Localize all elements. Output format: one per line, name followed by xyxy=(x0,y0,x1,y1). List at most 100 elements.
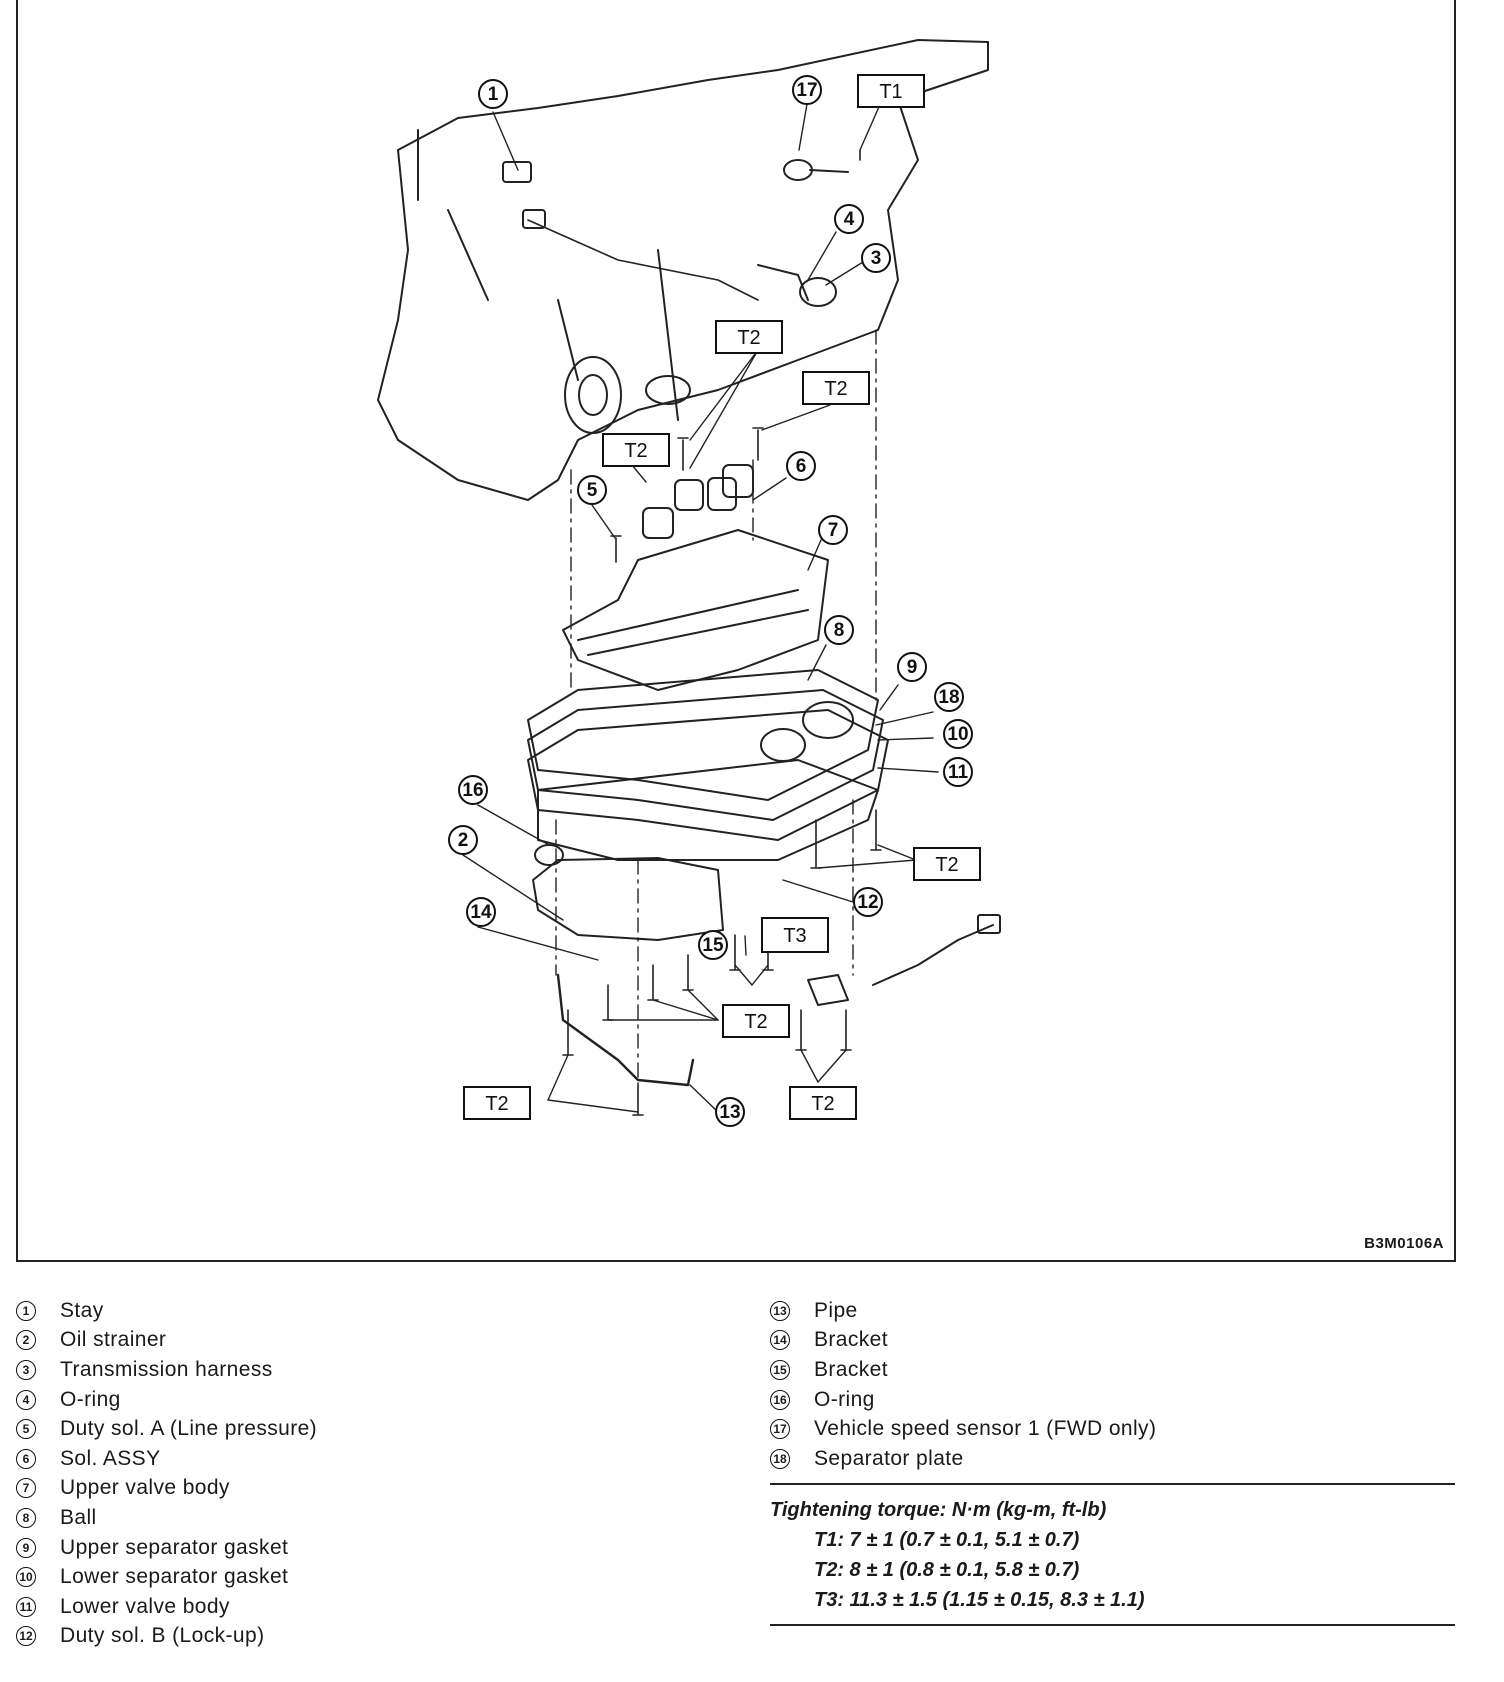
legend-number-badge: 6 xyxy=(16,1448,36,1469)
legend-item: 14 Bracket xyxy=(770,1326,1156,1356)
callout-circle xyxy=(818,515,848,545)
callout-number: 12 xyxy=(857,892,878,913)
callout-2: 2 xyxy=(448,825,478,855)
callout-13: 13 xyxy=(715,1097,745,1127)
torque-label-box xyxy=(913,847,981,881)
callout-number: 2 xyxy=(458,830,469,851)
legend-text: Bracket xyxy=(814,1328,888,1352)
callout-circle xyxy=(458,775,488,805)
legend-number-badge: 14 xyxy=(770,1330,790,1351)
legend-text: Duty sol. A (Line pressure) xyxy=(60,1417,318,1441)
callout-circle xyxy=(853,887,883,917)
legend-text: Separator plate xyxy=(814,1446,964,1470)
lower-valve-body-part xyxy=(537,759,879,861)
legend-text: Duty sol. B (Lock-up) xyxy=(60,1624,265,1648)
callout-number: 3 xyxy=(871,248,882,269)
torque-label-box xyxy=(602,433,670,467)
transmission-housing xyxy=(377,39,989,501)
callout-12: 12 xyxy=(853,887,883,917)
torque-label-t3: T3 xyxy=(761,917,829,953)
torque-label-text: T2 xyxy=(624,440,647,462)
callout-17: 17 xyxy=(792,75,822,105)
callout-circle xyxy=(824,615,854,645)
legend-item: 12 Duty sol. B (Lock-up) xyxy=(16,1622,317,1652)
torque-label-t2: T2 xyxy=(722,1004,790,1038)
callout-number: 7 xyxy=(828,520,839,541)
legend-number-badge: 5 xyxy=(16,1419,36,1440)
torque-t1: T1: 7 ± 1 (0.7 ± 0.1, 5.1 ± 0.7) xyxy=(814,1529,1080,1551)
legend-number-badge: 18 xyxy=(770,1448,790,1469)
legend-number-badge: 8 xyxy=(16,1507,36,1528)
callout-number: 10 xyxy=(947,724,968,745)
callout-number: 4 xyxy=(844,209,855,230)
callout-11: 11 xyxy=(943,757,973,787)
callout-number: 13 xyxy=(719,1102,740,1123)
speed-sensor xyxy=(783,159,813,181)
figure-code: B3M0106A xyxy=(1364,1235,1444,1252)
callout-circle xyxy=(834,204,864,234)
callout-number: 15 xyxy=(702,935,724,956)
upper-valve-body-part xyxy=(562,529,829,691)
legend-number-badge: 2 xyxy=(16,1330,36,1351)
torque-label-box xyxy=(789,1086,857,1120)
legend-text: Upper separator gasket xyxy=(60,1535,289,1559)
callout-circle xyxy=(698,930,728,960)
upper-separator-plate xyxy=(527,669,879,801)
callout-4: 4 xyxy=(834,204,864,234)
bracket-part xyxy=(807,974,849,1006)
torque-label-t2: T2 xyxy=(715,320,783,354)
torque-label-text: T1 xyxy=(879,81,902,103)
callout-18: 18 xyxy=(934,682,964,712)
callout-number: 18 xyxy=(938,687,959,708)
oil-strainer-part xyxy=(532,857,724,941)
pipe-part xyxy=(556,973,695,1087)
legend-text: Lower separator gasket xyxy=(60,1565,289,1589)
callout-number: 8 xyxy=(834,620,845,641)
callout-number: 9 xyxy=(907,657,918,678)
torque-t3: T3: 11.3 ± 1.5 (1.15 ± 0.15, 8.3 ± 1.1) xyxy=(814,1589,1145,1611)
callout-circle xyxy=(577,475,607,505)
callout-number: 1 xyxy=(488,84,499,105)
callout-5: 5 xyxy=(577,475,607,505)
legend-number-badge: 12 xyxy=(16,1626,36,1647)
torque-label-text: T2 xyxy=(744,1011,767,1033)
legend-text: Bracket xyxy=(814,1357,888,1381)
callout-number: 17 xyxy=(796,80,817,101)
torque-label-t1: T1 xyxy=(857,74,925,108)
legend-number-badge: 16 xyxy=(770,1389,790,1410)
torque-label-t2: T2 xyxy=(913,847,981,881)
callout-9: 9 xyxy=(897,652,927,682)
legend-text: Lower valve body xyxy=(60,1594,230,1618)
callout-circle xyxy=(943,757,973,787)
solenoid-1 xyxy=(642,507,674,539)
torque-label-text: T2 xyxy=(737,327,760,349)
callout-16: 16 xyxy=(458,775,488,805)
callout-8: 8 xyxy=(824,615,854,645)
legend-text: Upper valve body xyxy=(60,1476,230,1500)
callout-15: 15 xyxy=(698,930,728,960)
legend-number-badge: 1 xyxy=(16,1300,36,1321)
callout-number: 14 xyxy=(470,902,492,923)
torque-label-t2: T2 xyxy=(602,433,670,467)
legend-item: 5 Duty sol. A (Line pressure) xyxy=(16,1414,317,1444)
torque-label-box xyxy=(715,320,783,354)
torque-label-box xyxy=(857,74,925,108)
legend-number-badge: 13 xyxy=(770,1300,790,1321)
tightening-torque-box: Tightening torque: N·m (kg-m, ft-lb) T1:… xyxy=(770,1483,1455,1626)
torque-label-box xyxy=(802,371,870,405)
callout-14: 14 xyxy=(466,897,496,927)
legend-number-badge: 3 xyxy=(16,1359,36,1380)
callout-number: 16 xyxy=(462,780,483,801)
legend-text: Stay xyxy=(60,1298,104,1322)
torque-t2: T2: 8 ± 1 (0.8 ± 0.1, 5.8 ± 0.7) xyxy=(814,1559,1080,1581)
speed-sensor-lead xyxy=(872,924,994,986)
